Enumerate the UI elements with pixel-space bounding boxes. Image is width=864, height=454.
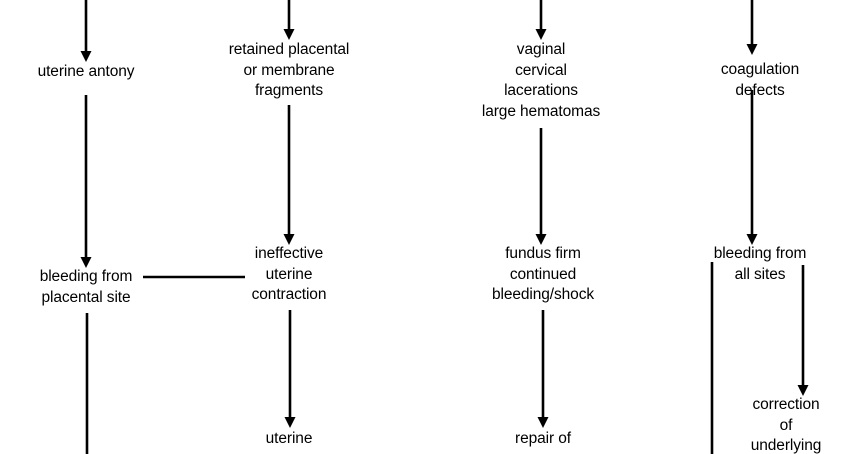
arrow-into-coagulation-defects [740,0,764,55]
node-bleeding-placental: bleeding from placental site [39,268,133,306]
arrow-into-uterine-antony [74,0,98,62]
arrow-vaginal-to-fundus [529,128,553,245]
node-coagulation-defects: coagulation defects [720,61,800,99]
arrow-into-vaginal-cervical [529,0,553,40]
line-bleeding-placental-down [75,313,99,454]
arrow-antony-to-bleeding [74,95,98,268]
arrow-fundus-to-repair [531,310,555,428]
node-uterine-antony: uterine antony [37,63,135,80]
arrow-retained-to-ineffective [277,105,301,245]
line-bleeding-to-ineffective [143,265,245,289]
arrow-into-retained-placental [277,0,301,40]
arrow-ineffective-to-uterine [278,310,302,428]
node-ineffective-uterine: ineffective uterine contraction [251,245,327,303]
line-coagulation-branch-down [700,262,724,454]
node-fundus-firm: fundus firm continued bleeding/shock [491,245,595,303]
node-bleeding-all-sites: bleeding from all sites [713,245,807,283]
arrow-bleeding-all-to-correction [791,265,815,396]
node-vaginal-cervical: vaginal cervical lacerations large hemat… [481,41,601,120]
node-retained-placental: retained placental or membrane fragments [228,41,350,99]
node-repair-of-partial: repair of [515,430,571,447]
node-correction-underlying: correction of underlying cause [750,396,822,454]
node-uterine-partial: uterine [265,430,313,447]
arrow-coagulation-to-bleeding-all [740,90,764,245]
